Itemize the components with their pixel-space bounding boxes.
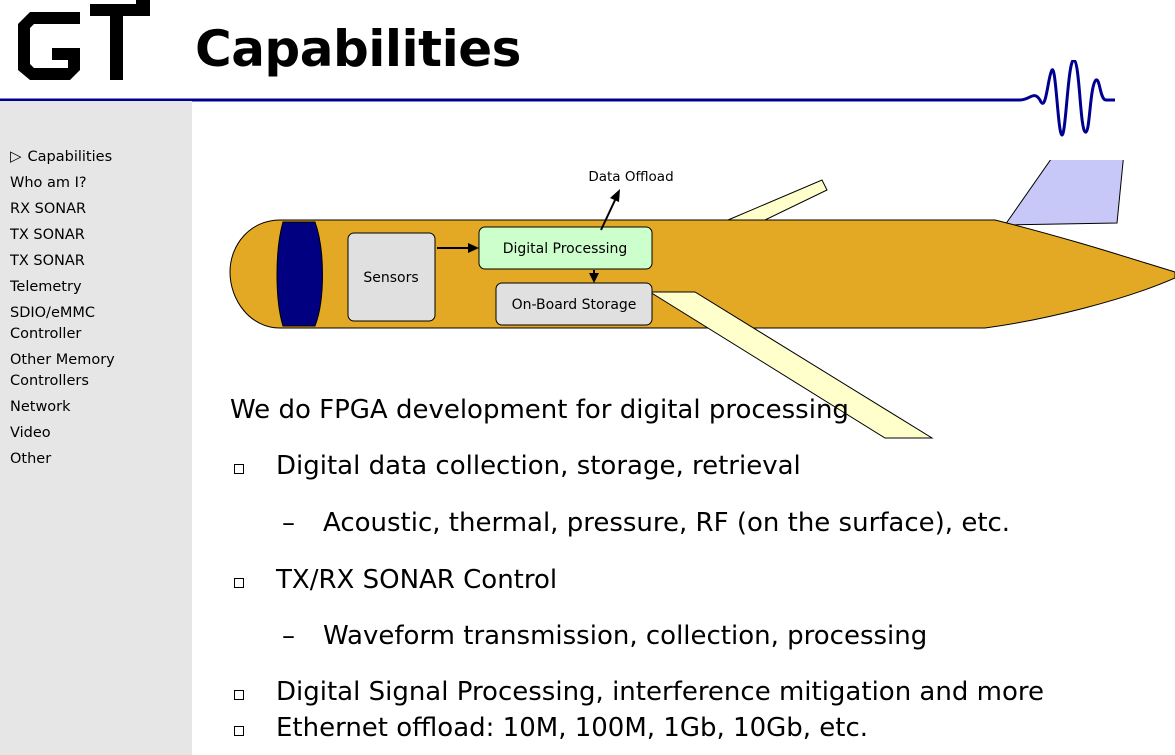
sidebar-item-rx-sonar[interactable]: RX SONAR (10, 201, 87, 217)
square-bullet-icon (234, 690, 244, 700)
dash-bullet-icon: – (282, 621, 295, 651)
intro-text: We do FPGA development for digital proce… (230, 395, 849, 425)
list-item: Digital data collection, storage, retrie… (230, 448, 1044, 484)
sensors-label: Sensors (363, 270, 418, 286)
offload-arrow (610, 189, 620, 202)
sidebar-item-tx-sonar[interactable]: TX SONAR (10, 227, 85, 243)
sidebar-item-capabilities[interactable]: ▷Capabilities (10, 147, 113, 165)
current-section-arrow-icon: ▷ (10, 147, 22, 165)
sidebar (0, 101, 192, 755)
page-title: Capabilities (195, 20, 521, 78)
square-bullet-icon (234, 578, 244, 588)
sensors-box (347, 232, 436, 322)
sidebar-item-sdio-emmc[interactable]: SDIO/eMMC (10, 305, 96, 321)
data-offload-label: Data Offload (588, 169, 673, 185)
sidebar-item-other[interactable]: Other (10, 451, 52, 467)
sidebar-item-controller[interactable]: Controller (10, 326, 82, 342)
list-item: –Acoustic, thermal, pressure, RF (on the… (230, 505, 1044, 541)
uuv-diagram: Sensors Digital Processing On-Board Stor… (229, 160, 1175, 439)
list-item: –Waveform transmission, collection, proc… (230, 618, 1044, 654)
sidebar-item-controllers[interactable]: Controllers (10, 373, 89, 389)
sidebar-item-tx-sonar-2[interactable]: TX SONAR (10, 253, 85, 269)
lower-wing (648, 291, 934, 439)
processing-label: Digital Processing (503, 241, 628, 257)
list-item: Digital Signal Processing, interference … (230, 674, 1044, 710)
list-item: TX/RX SONAR Control (230, 562, 1044, 598)
dash-bullet-icon: – (282, 508, 295, 538)
sensors-to-processing-arrow (468, 243, 479, 253)
sidebar-item-video[interactable]: Video (10, 425, 51, 441)
list-item: Ethernet offload: 10M, 100M, 1Gb, 10Gb, … (230, 710, 1044, 746)
tail-fin (1004, 160, 1124, 226)
sidebar-item-other-memory[interactable]: Other Memory (10, 352, 115, 368)
square-bullet-icon (234, 726, 244, 736)
square-bullet-icon (234, 464, 244, 474)
storage-box (495, 282, 653, 326)
upper-wing (727, 179, 828, 221)
sidebar-item-network[interactable]: Network (10, 399, 71, 415)
sidebar-item-telemetry[interactable]: Telemetry (10, 279, 82, 295)
gt-logo (18, 0, 150, 80)
capability-list: Digital data collection, storage, retrie… (230, 448, 1044, 746)
header-rule (0, 60, 1115, 137)
nose-band (276, 221, 323, 327)
storage-label: On-Board Storage (512, 297, 637, 313)
sidebar-item-who-am-i[interactable]: Who am I? (10, 175, 87, 191)
sidebar-nav: ▷Capabilities Who am I? RX SONAR TX SONA… (10, 146, 190, 470)
processing-to-storage-arrow (589, 273, 599, 283)
